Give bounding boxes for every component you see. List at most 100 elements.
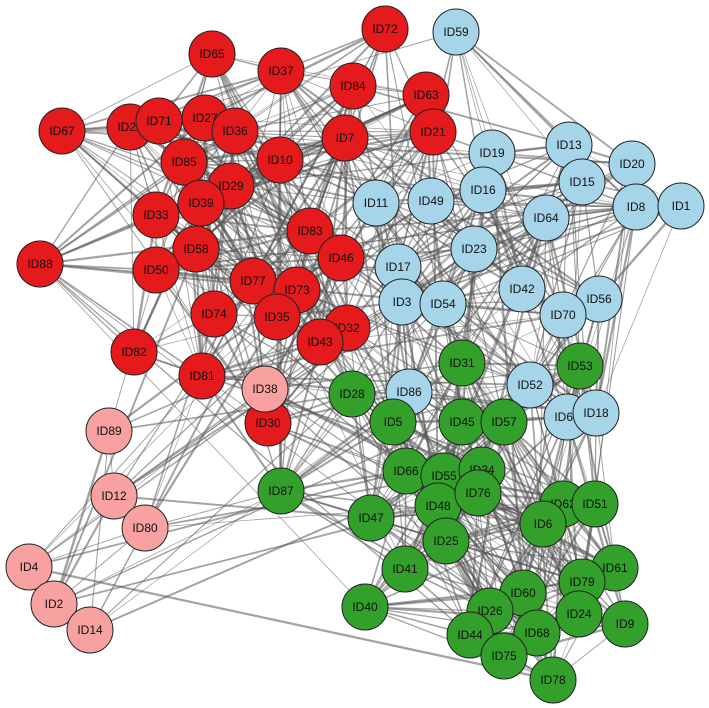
graph-node-id58: ID58 [172, 225, 220, 273]
node-label: ID7 [336, 131, 355, 145]
graph-edge [401, 144, 570, 303]
graph-edge [89, 303, 444, 631]
node-label: ID57 [491, 415, 517, 429]
node-label: ID24 [566, 607, 592, 621]
graph-node-id24: ID24 [555, 590, 603, 638]
node-circle [286, 207, 334, 255]
graph-edge [364, 606, 538, 634]
graph-edge [595, 205, 682, 414]
graph-node-id31: ID31 [438, 339, 486, 387]
node-label: ID40 [352, 600, 378, 614]
graph-edge [39, 161, 185, 265]
node-circle [513, 609, 561, 657]
node-circle [241, 365, 289, 413]
node-label: ID17 [385, 260, 411, 274]
node-label: ID50 [143, 263, 169, 277]
graph-edge [183, 131, 434, 163]
node-label: ID85 [171, 155, 197, 169]
graph-edge [455, 31, 633, 165]
node-circle [132, 191, 180, 239]
graph-node-id72: ID72 [361, 5, 409, 53]
node-label: ID71 [146, 114, 172, 128]
node-circle [321, 114, 369, 162]
graph-edge [280, 490, 406, 570]
graph-node-id56: ID56 [575, 275, 623, 323]
node-circle [601, 600, 649, 648]
node-label: ID6 [534, 517, 553, 531]
node-circle [30, 580, 78, 628]
node-label: ID16 [470, 183, 496, 197]
graph-edge [129, 126, 135, 353]
graph-node-id77: ID77 [229, 257, 277, 305]
node-circle [571, 480, 619, 528]
node-circle [188, 30, 236, 78]
node-label: ID74 [201, 307, 227, 321]
node-circle [572, 389, 620, 437]
graph-node-id53: ID53 [556, 342, 604, 390]
node-circle [558, 158, 606, 206]
graph-edge [61, 70, 282, 132]
graph-node-id83: ID83 [286, 207, 334, 255]
graph-node-id65: ID65 [188, 30, 236, 78]
node-label: ID5 [384, 415, 403, 429]
node-circle [257, 467, 305, 515]
node-label: ID61 [602, 561, 628, 575]
graph-node-id15: ID15 [558, 158, 606, 206]
graph-node-id23: ID23 [450, 225, 498, 273]
graph-edge [144, 375, 203, 529]
graph-node-id45: ID45 [438, 398, 486, 446]
graph-node-id42: ID42 [498, 265, 546, 313]
graph-edge [296, 200, 432, 291]
graph-node-id5: ID5 [369, 398, 417, 446]
node-circle [555, 590, 603, 638]
graph-node-id1: ID1 [657, 182, 705, 230]
node-label: ID29 [218, 179, 244, 193]
node-circle [256, 136, 304, 184]
graph-edge [211, 53, 427, 96]
node-label: ID9 [616, 617, 635, 631]
graph-node-id6: ID6 [519, 500, 567, 548]
node-circle [38, 107, 86, 155]
graph-edge [144, 137, 346, 529]
node-label: ID1 [672, 199, 691, 213]
node-label: ID51 [582, 497, 608, 511]
graph-node-id84: ID84 [329, 62, 377, 110]
graph-node-id52: ID52 [506, 361, 554, 409]
node-label: ID27 [192, 111, 218, 125]
node-circle [341, 583, 389, 631]
node-label: ID86 [396, 385, 422, 399]
node-circle [657, 182, 705, 230]
node-label: ID77 [240, 274, 266, 288]
graph-node-id2: ID2 [30, 580, 78, 628]
graph-edge [352, 85, 570, 146]
node-circle [369, 398, 417, 446]
node-circle [498, 265, 546, 313]
node-label: ID80 [132, 521, 158, 535]
node-circle [409, 108, 457, 156]
node-label: ID12 [101, 489, 127, 503]
graph-edge [89, 430, 110, 631]
node-circle [16, 240, 64, 288]
graph-node-id11: ID11 [352, 179, 400, 227]
node-label: ID14 [77, 623, 103, 637]
node-circle [190, 290, 238, 338]
graph-node-id21: ID21 [409, 108, 457, 156]
graph-node-id57: ID57 [480, 398, 528, 446]
graph-node-id3: ID3 [378, 278, 426, 326]
graph-edge [53, 490, 282, 605]
node-label: ID56 [586, 292, 612, 306]
graph-edge [230, 185, 377, 204]
graph-node-id8: ID8 [612, 183, 660, 231]
node-label: ID63 [413, 88, 439, 102]
graph-node-id28: ID28 [328, 370, 376, 418]
node-circle [381, 545, 429, 593]
node-circle [480, 632, 528, 680]
node-circle [446, 611, 494, 659]
node-label: ID42 [509, 282, 535, 296]
node-label: ID38 [252, 382, 278, 396]
graph-edge [39, 126, 131, 265]
node-label: ID54 [430, 297, 456, 311]
graph-node-id9: ID9 [601, 600, 649, 648]
graph-edge [61, 53, 213, 132]
graph-node-id39: ID39 [177, 179, 225, 227]
